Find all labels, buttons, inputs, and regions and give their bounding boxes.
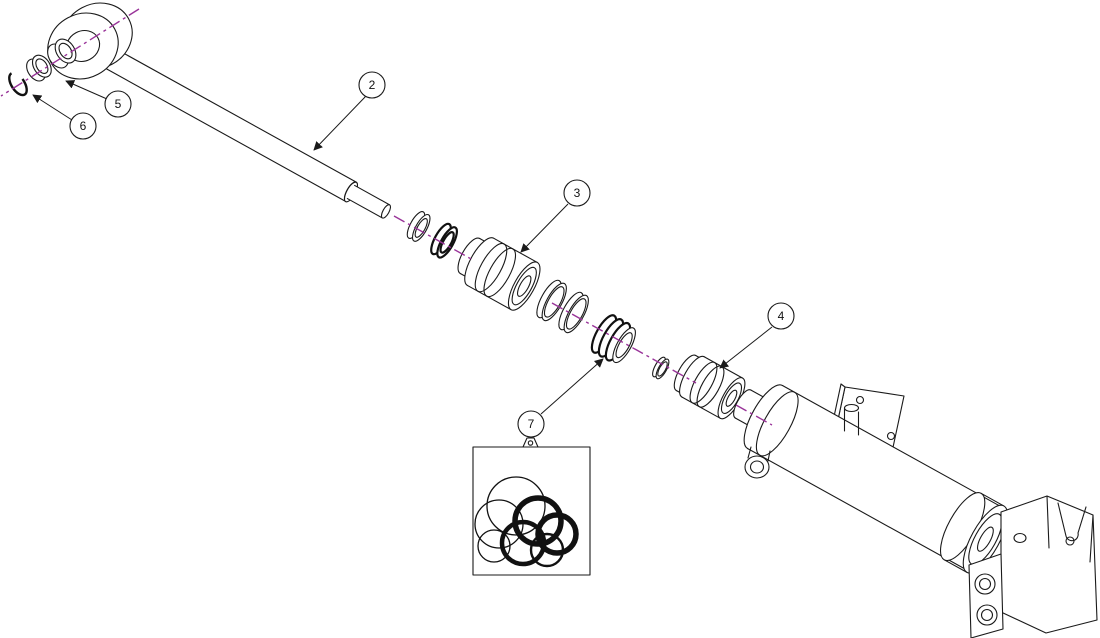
leader-2: [313, 95, 367, 151]
callout-2-label: 2: [369, 78, 376, 92]
leader-6: [32, 94, 73, 121]
callout-2[interactable]: 2: [358, 71, 386, 99]
retaining-ring: [8, 71, 28, 97]
callout-5-label: 5: [115, 97, 122, 111]
washer-ring: [406, 211, 431, 242]
gland-seal-ring-b: [558, 291, 589, 334]
pin-axis-centerline: [0, 8, 140, 97]
o-ring: [652, 356, 670, 380]
centerlines: [0, 8, 773, 426]
callout-3[interactable]: 3: [563, 179, 591, 207]
hanger-hole: [527, 440, 534, 446]
hanger-tab: [522, 437, 539, 448]
callout-3-label: 3: [574, 186, 581, 200]
callout-7-label: 7: [528, 417, 535, 431]
bushing-sleeve: [47, 38, 77, 69]
callout-6[interactable]: 6: [69, 112, 97, 140]
clevis-bracket: [968, 495, 1098, 638]
leader-3: [520, 203, 569, 253]
top-port: [843, 403, 860, 436]
leader-lines: [32, 80, 773, 415]
rod-seal-ring: [430, 222, 458, 259]
callout-6-label: 6: [80, 119, 87, 133]
port-boss: [744, 446, 771, 479]
seal-kit-box: [472, 437, 591, 576]
leader-5: [65, 80, 108, 100]
piston-seal-stack: [590, 314, 636, 364]
cylinder-barrel: [743, 384, 1009, 574]
rod-threaded-tip: [343, 181, 392, 219]
callout-7[interactable]: 7: [517, 410, 545, 438]
main-axis-centerline-1: [393, 215, 474, 261]
main-axis-centerline-3: [735, 404, 773, 426]
seal-kit-rings: [474, 476, 579, 568]
head-gland: [457, 237, 541, 311]
callout-5[interactable]: 5: [104, 90, 132, 118]
bushing-washer: [26, 54, 52, 82]
leader-7: [540, 358, 604, 415]
callout-4[interactable]: 4: [767, 302, 795, 330]
main-axis-centerline-2: [551, 302, 697, 384]
callout-4-label: 4: [778, 309, 785, 323]
leader-4: [719, 326, 773, 369]
piston-rod: [98, 45, 358, 203]
gland-seal-ring-a: [536, 279, 567, 322]
